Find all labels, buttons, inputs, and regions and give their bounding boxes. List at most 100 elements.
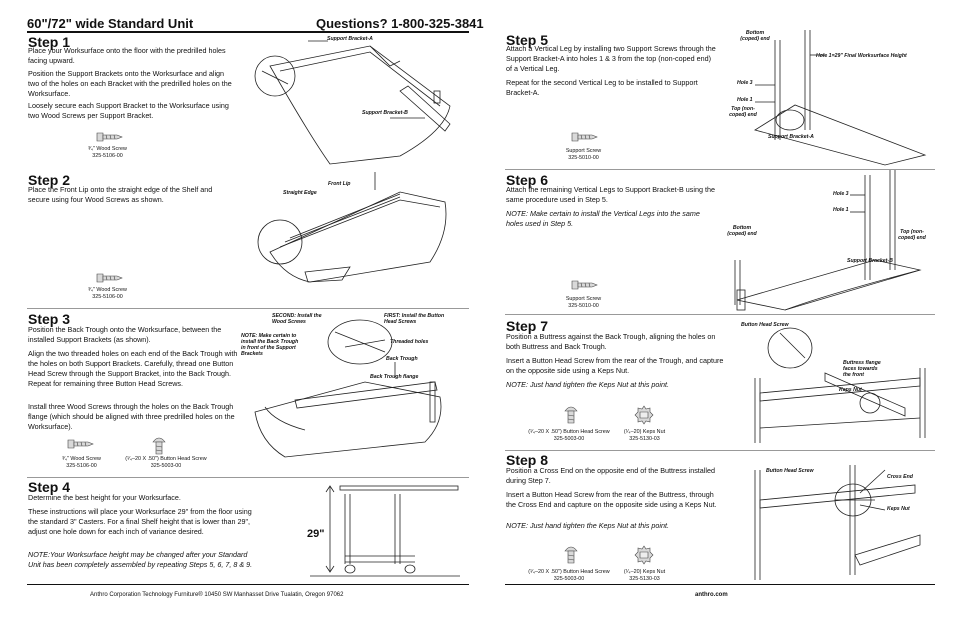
label-top-non-coped-end-6: Top (non-coped) end <box>898 229 926 241</box>
step-2-text-1: Place the Front Lip onto the straight ed… <box>28 185 213 204</box>
footer-rule-left <box>27 584 469 585</box>
button-head-screw-icon <box>564 546 578 564</box>
step-1-text-3: Loosely secure each Support Bracket to t… <box>28 101 229 120</box>
step-5-part-name: Support Screw <box>565 148 602 154</box>
label-support-bracket-a: Support Bracket-A <box>327 36 373 42</box>
unit-title: 60"/72" wide Standard Unit <box>27 16 194 31</box>
step-8-title: Step 8 <box>506 452 549 468</box>
step-3-part-1-no: 325-5106-00 <box>66 463 97 469</box>
step-3-part-2-name: (¹⁄₄–20 X .50") Button Head Screw <box>125 456 207 462</box>
step-3-part-2-no: 325-5003-00 <box>150 463 182 469</box>
label-hole-3: Hole 3 <box>737 80 753 86</box>
label-keps-nut-7: Keps Nut <box>839 387 862 393</box>
step-7-note: NOTE: Just hand tighten the Keps Nut at … <box>506 380 670 389</box>
label-hole-1-6: Hole 1 <box>833 207 849 213</box>
step-7-text-1: Position a Buttress against the Back Tro… <box>506 332 716 351</box>
step-3-title: Step 3 <box>28 311 71 327</box>
label-button-head-screw-8: Button Head Screw <box>766 468 814 474</box>
step-8-part-1-no: 325-5003-00 <box>553 576 585 582</box>
step-7-divider <box>505 314 935 315</box>
step-4-text-1: Determine the best height for your Works… <box>28 493 181 502</box>
step-6-note: NOTE: Make certain to install the Vertic… <box>506 209 700 228</box>
support-screw-icon <box>571 280 598 290</box>
step-1-part-no: 325-5106-00 <box>92 153 123 159</box>
step-5-text-1: Attach a Vertical Leg by installing two … <box>506 44 716 73</box>
step-7-part-2-no: 325-5130-03 <box>629 436 660 442</box>
step-3-text-3: Install three Wood Screws through the ho… <box>28 402 235 431</box>
keps-nut-icon <box>634 545 654 565</box>
step-8-text-2: Insert a Button Head Screw from the rear… <box>506 490 717 509</box>
header-rule <box>27 31 469 33</box>
footer-rule-right <box>505 584 935 585</box>
label-straight-edge: Straight Edge <box>283 190 317 196</box>
step-5-text-2: Repeat for the second Vertical Leg to be… <box>506 78 698 97</box>
step-8-part-1-name: (¹⁄₄–20 X .50") Button Head Screw <box>528 569 610 575</box>
step-6-divider <box>505 169 935 170</box>
label-hole-1-height: Hole 1=29" Final Worksurface Height <box>816 53 907 59</box>
button-head-screw-icon <box>152 437 166 455</box>
step-7-buttress-drawing <box>754 327 926 443</box>
step-7-part-1-name: (¹⁄₄–20 X .50") Button Head Screw <box>528 429 610 435</box>
step-6-part-name: Support Screw <box>565 296 602 302</box>
step-3-text-1: Position the Back Trough onto the Worksu… <box>28 325 222 344</box>
label-hole-3-6: Hole 3 <box>833 191 849 197</box>
step-7-part-2-name: (¹⁄₄–20) Keps Nut <box>623 429 666 435</box>
height-label: 29" <box>307 528 325 540</box>
label-bottom-coped-end-6: Bottom (coped) end <box>727 225 757 237</box>
label-bottom-coped-end: Bottom (coped) end <box>740 30 770 42</box>
label-top-non-coped-end: Top (non-coped) end <box>729 106 757 118</box>
step-1-title: Step 1 <box>28 34 71 50</box>
step-7-title: Step 7 <box>506 318 549 334</box>
step-6-vertical-legs-drawing <box>734 170 922 311</box>
label-back-trough-flange: Back Trough flange <box>370 374 419 380</box>
step-8-divider <box>505 450 935 451</box>
step-5-part-no: 325-5010-00 <box>568 155 599 161</box>
footer-website: anthro.com <box>695 592 728 598</box>
label-support-bracket-b-6: Support Bracket-B <box>847 258 893 264</box>
step-6-title: Step 6 <box>506 172 549 188</box>
keps-nut-icon <box>634 405 654 425</box>
label-first-install: FIRST: Install the Button Head Screws <box>384 313 445 325</box>
step-6-text-1: Attach the remaining Vertical Legs to Su… <box>506 185 715 204</box>
step-2-title: Step 2 <box>28 172 71 188</box>
step-6-part-no: 325-5010-00 <box>568 303 599 309</box>
wood-screw-icon <box>96 132 123 142</box>
label-threaded-holes: Threaded holes <box>390 339 429 345</box>
step-2-shelf-drawing <box>257 172 447 283</box>
step-1-text-1: Place your Worksurface onto the floor wi… <box>28 46 226 65</box>
step-1-worksurface-drawing <box>254 40 451 165</box>
label-buttress-flange: Buttress flange faces towards the front <box>843 360 881 378</box>
label-second-install: SECOND: Install the Wood Screws <box>272 313 322 325</box>
step-8-part-2-name: (¹⁄₄–20) Keps Nut <box>623 569 666 575</box>
step-7-text-2: Insert a Button Head Screw from the rear… <box>506 356 724 375</box>
label-trough-note: NOTE: Make certain to install the Back T… <box>241 333 299 357</box>
label-keps-nut-8: Keps Nut <box>887 506 910 512</box>
step-3-text-2: Align the two threaded holes on each end… <box>28 349 238 388</box>
step-8-text-1: Position a Cross End on the opposite end… <box>506 466 715 485</box>
step-3-part-1-name: ³⁄₄" Wood Screw <box>62 456 101 462</box>
step-4-title: Step 4 <box>28 479 71 495</box>
label-support-bracket-b: Support Bracket-B <box>362 110 408 116</box>
step-4-text-2: These instructions will place your Works… <box>28 507 252 536</box>
step-1-text-2: Position the Support Brackets onto the W… <box>28 69 232 98</box>
step-7-part-1-no: 325-5003-00 <box>553 436 585 442</box>
label-hole-1: Hole 1 <box>737 97 753 103</box>
step-3-back-trough-drawing <box>254 319 442 458</box>
step-5-title: Step 5 <box>506 32 549 48</box>
wood-screw-icon <box>96 273 123 283</box>
label-cross-end: Cross End <box>887 474 913 480</box>
step-8-cross-end-drawing <box>754 465 921 580</box>
step-2-part-name: ³⁄₄" Wood Screw <box>88 287 127 293</box>
label-button-head-screw-7: Button Head Screw <box>741 322 789 328</box>
label-support-bracket-a-5: Support Bracket-A <box>768 134 814 140</box>
label-front-lip: Front Lip <box>328 181 351 187</box>
step-8-note: NOTE: Just hand tighten the Keps Nut at … <box>506 521 670 530</box>
step-1-part-name: ³⁄₄" Wood Screw <box>88 146 127 152</box>
step-4-note: NOTE:Your Worksurface height may be chan… <box>28 550 253 569</box>
step-4-height-drawing <box>310 485 460 577</box>
step-3-divider <box>27 308 469 309</box>
wood-screw-icon <box>67 439 94 449</box>
label-back-trough: Back Trough <box>386 356 418 362</box>
step-2-part-no: 325-5106-00 <box>92 294 123 300</box>
step-4-divider <box>27 477 469 478</box>
